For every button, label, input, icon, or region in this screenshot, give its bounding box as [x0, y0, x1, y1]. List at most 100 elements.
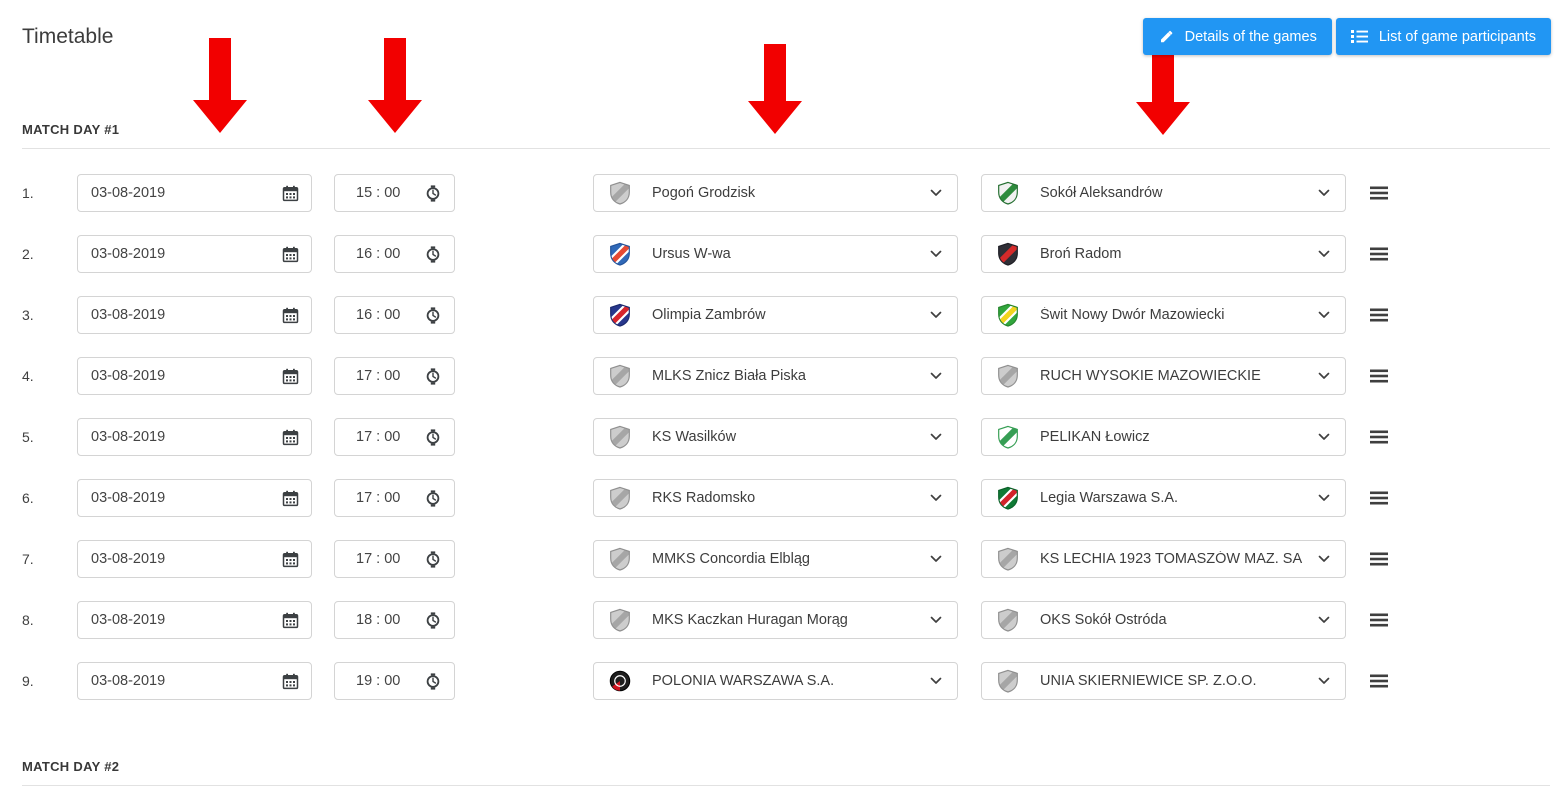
calendar-icon[interactable]: [282, 612, 299, 629]
home-team-select[interactable]: KS Wasilków: [593, 418, 958, 456]
home-team-crest-icon: [609, 425, 631, 449]
drag-handle-icon[interactable]: [1370, 552, 1388, 566]
match-date-value: 03-08-2019: [91, 429, 166, 445]
calendar-icon[interactable]: [282, 307, 299, 324]
annotation-arrow-down: [1136, 52, 1190, 135]
annotation-arrow-down: [368, 38, 422, 133]
match-time-input[interactable]: 17 : 00: [334, 540, 455, 578]
away-team-name: Sokół Aleksandrów: [1040, 185, 1163, 201]
drag-handle-icon[interactable]: [1370, 186, 1388, 200]
chevron-down-icon: [1318, 616, 1330, 624]
list-of-participants-button[interactable]: List of game participants: [1335, 18, 1551, 55]
match-date-input[interactable]: 03-08-2019: [77, 479, 312, 517]
calendar-icon[interactable]: [282, 368, 299, 385]
match-time-value: 15 : 00: [356, 185, 401, 201]
match-date-value: 03-08-2019: [91, 307, 166, 323]
chevron-down-icon: [930, 494, 942, 502]
annotation-arrow-down: [193, 38, 247, 133]
calendar-icon[interactable]: [282, 429, 299, 446]
home-team-name: Olimpia Zambrów: [652, 307, 766, 323]
clock-icon[interactable]: [425, 184, 441, 202]
away-team-crest-icon: [997, 181, 1019, 205]
clock-icon[interactable]: [425, 428, 441, 446]
away-team-select[interactable]: PELIKAN Łowicz: [981, 418, 1346, 456]
drag-handle-icon[interactable]: [1370, 430, 1388, 444]
calendar-icon[interactable]: [282, 490, 299, 507]
match-time-input[interactable]: 18 : 00: [334, 601, 455, 639]
calendar-icon[interactable]: [282, 185, 299, 202]
home-team-select[interactable]: RKS Radomsko: [593, 479, 958, 517]
home-team-select[interactable]: MLKS Znicz Biała Piska: [593, 357, 958, 395]
match-date-input[interactable]: 03-08-2019: [77, 357, 312, 395]
drag-handle-icon[interactable]: [1370, 674, 1388, 688]
calendar-icon[interactable]: [282, 673, 299, 690]
match-date-input[interactable]: 03-08-2019: [77, 418, 312, 456]
away-team-select[interactable]: KS LECHIA 1923 TOMASZÓW MAZ. SA: [981, 540, 1346, 578]
clock-icon[interactable]: [425, 306, 441, 324]
home-team-crest-icon: [609, 181, 631, 205]
match-date-input[interactable]: 03-08-2019: [77, 601, 312, 639]
drag-handle-icon[interactable]: [1370, 613, 1388, 627]
home-team-name: Ursus W-wa: [652, 246, 731, 262]
match-date-value: 03-08-2019: [91, 185, 166, 201]
calendar-icon[interactable]: [282, 246, 299, 263]
match-row: 5. 03-08-2019 17 : 00: [22, 418, 1550, 456]
away-team-select[interactable]: OKS Sokół Ostróda: [981, 601, 1346, 639]
home-team-select[interactable]: Ursus W-wa: [593, 235, 958, 273]
match-time-value: 17 : 00: [356, 490, 401, 506]
home-team-select[interactable]: Olimpia Zambrów: [593, 296, 958, 334]
away-team-select[interactable]: RUCH WYSOKIE MAZOWIECKIE: [981, 357, 1346, 395]
drag-handle-icon[interactable]: [1370, 308, 1388, 322]
away-team-select[interactable]: Sokół Aleksandrów: [981, 174, 1346, 212]
match-date-value: 03-08-2019: [91, 490, 166, 506]
match-date-input[interactable]: 03-08-2019: [77, 296, 312, 334]
row-number: 4.: [22, 368, 34, 384]
match-date-value: 03-08-2019: [91, 673, 166, 689]
match-date-input[interactable]: 03-08-2019: [77, 662, 312, 700]
match-row: 1. 03-08-2019 15 : 00: [22, 174, 1550, 212]
away-team-crest-icon: [997, 303, 1019, 327]
home-team-crest-icon: [609, 364, 631, 388]
toolbar: Details of the games List of game partic…: [1142, 18, 1551, 55]
match-time-input[interactable]: 17 : 00: [334, 418, 455, 456]
match-row: 3. 03-08-2019 16 : 00: [22, 296, 1550, 334]
clock-icon[interactable]: [425, 367, 441, 385]
calendar-icon[interactable]: [282, 551, 299, 568]
home-team-select[interactable]: POLONIA WARSZAWA S.A.: [593, 662, 958, 700]
clock-icon[interactable]: [425, 245, 441, 263]
home-team-select[interactable]: MMKS Concordia Elbląg: [593, 540, 958, 578]
match-date-input[interactable]: 03-08-2019: [77, 235, 312, 273]
away-team-select[interactable]: Broń Radom: [981, 235, 1346, 273]
match-time-input[interactable]: 16 : 00: [334, 235, 455, 273]
clock-icon[interactable]: [425, 489, 441, 507]
drag-handle-icon[interactable]: [1370, 247, 1388, 261]
clock-icon[interactable]: [425, 611, 441, 629]
match-date-input[interactable]: 03-08-2019: [77, 174, 312, 212]
chevron-down-icon: [1318, 433, 1330, 441]
drag-handle-icon[interactable]: [1370, 491, 1388, 505]
match-date-input[interactable]: 03-08-2019: [77, 540, 312, 578]
clock-icon[interactable]: [425, 672, 441, 690]
list-of-participants-label: List of game participants: [1378, 28, 1536, 45]
home-team-select[interactable]: Pogoń Grodzisk: [593, 174, 958, 212]
match-time-input[interactable]: 17 : 00: [334, 357, 455, 395]
home-team-crest-icon: [609, 669, 631, 693]
match-time-input[interactable]: 16 : 00: [334, 296, 455, 334]
chevron-down-icon: [1318, 189, 1330, 197]
away-team-crest-icon: [997, 608, 1019, 632]
drag-handle-icon[interactable]: [1370, 369, 1388, 383]
home-team-select[interactable]: MKS Kaczkan Huragan Morąg: [593, 601, 958, 639]
chevron-down-icon: [930, 372, 942, 380]
away-team-select[interactable]: UNIA SKIERNIEWICE SP. Z.O.O.: [981, 662, 1346, 700]
away-team-select[interactable]: Świt Nowy Dwór Mazowiecki: [981, 296, 1346, 334]
match-row: 9. 03-08-2019 19 : 00: [22, 662, 1550, 700]
away-team-select[interactable]: Legia Warszawa S.A.: [981, 479, 1346, 517]
clock-icon[interactable]: [425, 550, 441, 568]
match-time-input[interactable]: 19 : 00: [334, 662, 455, 700]
details-of-games-button[interactable]: Details of the games: [1142, 18, 1332, 55]
match-time-input[interactable]: 15 : 00: [334, 174, 455, 212]
pencil-icon: [1158, 29, 1174, 45]
match-time-input[interactable]: 17 : 00: [334, 479, 455, 517]
match-day-heading: MATCH DAY #1: [22, 122, 120, 137]
